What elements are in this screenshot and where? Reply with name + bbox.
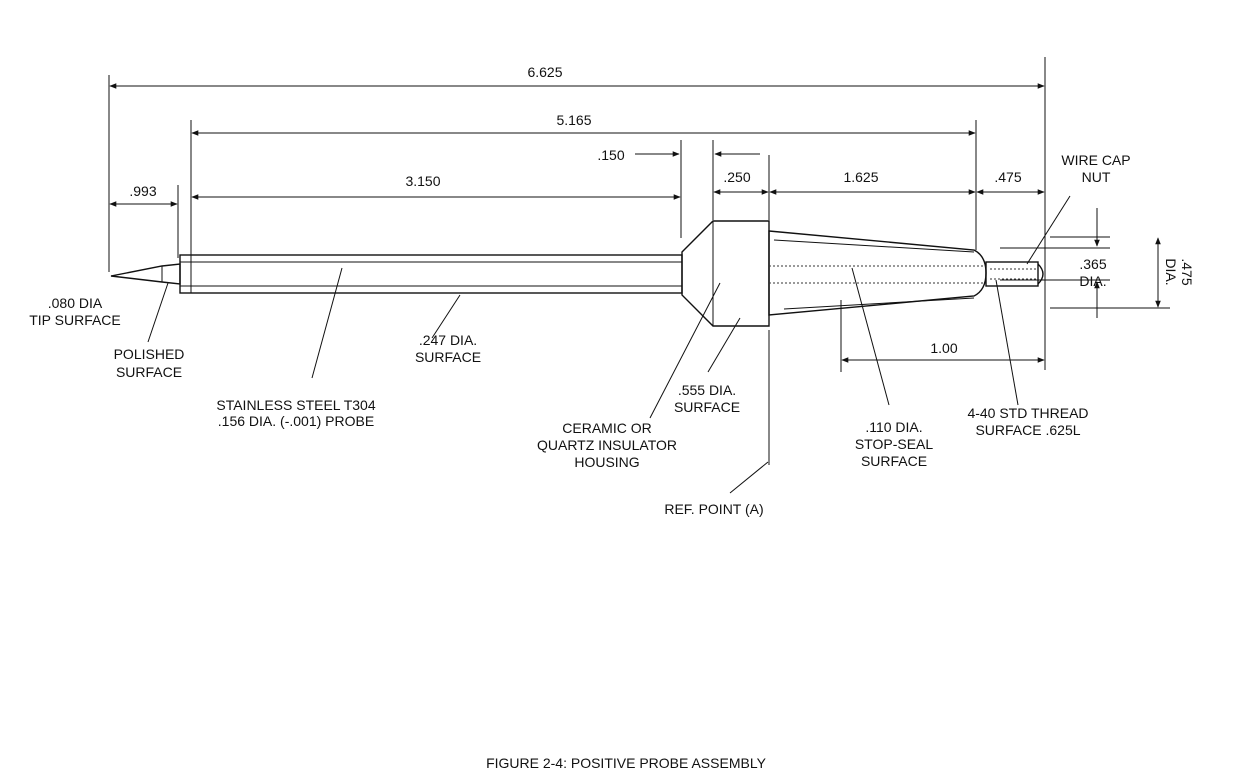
- label-thread-1: 4-40 STD THREAD: [967, 405, 1088, 421]
- dim-tip-length: .993: [129, 183, 156, 199]
- label-steel-2: .156 DIA. (-.001) PROBE: [218, 413, 374, 429]
- label-housing-1: CERAMIC OR: [562, 420, 651, 436]
- label-stop-seal-3: SURFACE: [861, 453, 927, 469]
- label-555-1: .555 DIA.: [678, 382, 736, 398]
- insulator-housing: [681, 220, 770, 327]
- label-stop-seal-2: STOP-SEAL: [855, 436, 934, 452]
- dimension-lines: [109, 83, 1161, 363]
- label-555-2: SURFACE: [674, 399, 740, 415]
- label-tip-surface-2: TIP SURFACE: [29, 312, 121, 328]
- dim-365-unit: DIA.: [1079, 273, 1106, 289]
- figure-caption: FIGURE 2-4: POSITIVE PROBE ASSEMBLY: [486, 755, 766, 771]
- dim-475: .475: [1179, 258, 1195, 285]
- tapered-body: [768, 230, 987, 316]
- dim-probe-length: 5.165: [556, 112, 591, 128]
- dimension-values: 6.625 5.165 .993 3.150 .150 .250 1.625 .…: [129, 64, 1195, 356]
- label-steel-1: STAINLESS STEEL T304: [216, 397, 375, 413]
- label-tip-surface-1: .080 DIA: [48, 295, 103, 311]
- label-housing-2: QUARTZ INSULATOR: [537, 437, 677, 453]
- callout-labels: .080 DIA TIP SURFACE POLISHED SURFACE ST…: [29, 152, 1130, 517]
- label-thread-2: SURFACE .625L: [975, 422, 1080, 438]
- label-wire-cap-1: WIRE CAP: [1061, 152, 1130, 168]
- extension-lines: [108, 57, 1170, 465]
- label-polished-1: POLISHED: [114, 346, 185, 362]
- probe-tip: [110, 263, 181, 285]
- dim-housing-width: .250: [723, 169, 750, 185]
- leader-lines: [147, 195, 1071, 494]
- dim-taper-length: 1.625: [843, 169, 878, 185]
- label-polished-2: SURFACE: [116, 364, 182, 380]
- label-ref-point: REF. POINT (A): [664, 501, 763, 517]
- label-wire-cap-2: NUT: [1082, 169, 1111, 185]
- dim-nut-length: .475: [994, 169, 1021, 185]
- wire-cap-nut: [985, 261, 1044, 287]
- dim-365: .365: [1079, 256, 1106, 272]
- dim-475-unit: DIA.: [1163, 258, 1179, 285]
- label-housing-3: HOUSING: [574, 454, 639, 470]
- dim-gap: .150: [597, 147, 624, 163]
- label-stop-seal-1: .110 DIA.: [865, 419, 922, 435]
- dim-overall: 6.625: [527, 64, 562, 80]
- label-247-1: .247 DIA.: [419, 332, 477, 348]
- label-247-2: SURFACE: [415, 349, 481, 365]
- probe-body: [179, 254, 683, 294]
- dim-probe-body: 3.150: [405, 173, 440, 189]
- dim-thread-length: 1.00: [930, 340, 957, 356]
